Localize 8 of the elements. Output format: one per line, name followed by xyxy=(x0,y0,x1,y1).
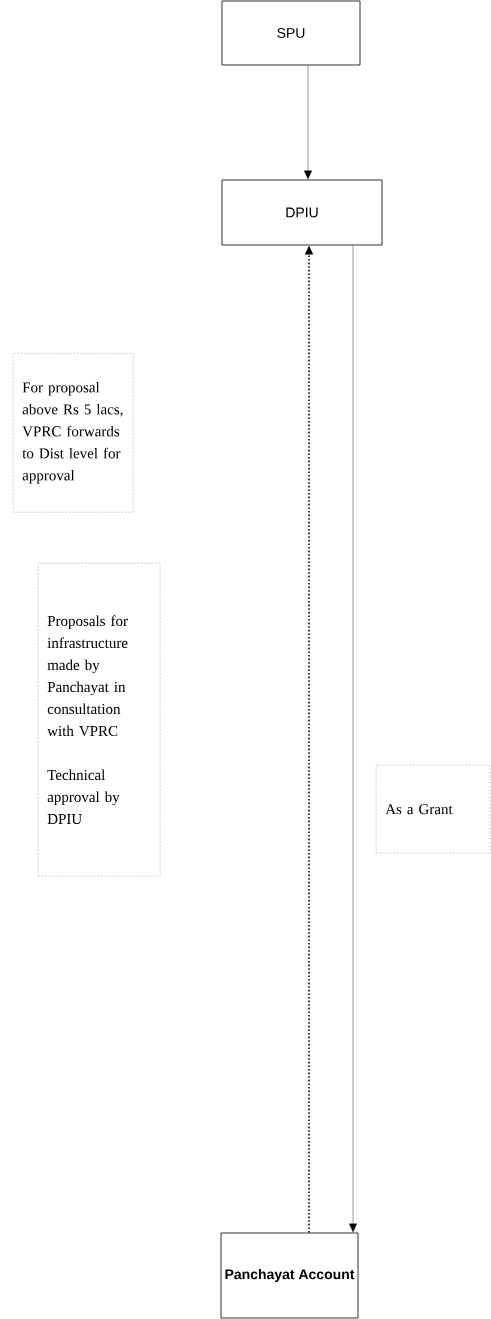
note-box: As a Grant xyxy=(376,765,491,854)
note-box: Proposals for infrastructure made by Panchayat in consultation with VPRC Technical approval by DPIU xyxy=(38,563,161,877)
account-box: Panchayat Account xyxy=(220,1232,359,1319)
arrow xyxy=(304,65,312,180)
note-box: For proposal above Rs 5 lacs, VPRC forwards to Dist level for approval xyxy=(13,353,134,513)
process-box: DPIU xyxy=(221,179,383,246)
process-box: SPU xyxy=(221,0,361,66)
arrow xyxy=(349,245,357,1233)
